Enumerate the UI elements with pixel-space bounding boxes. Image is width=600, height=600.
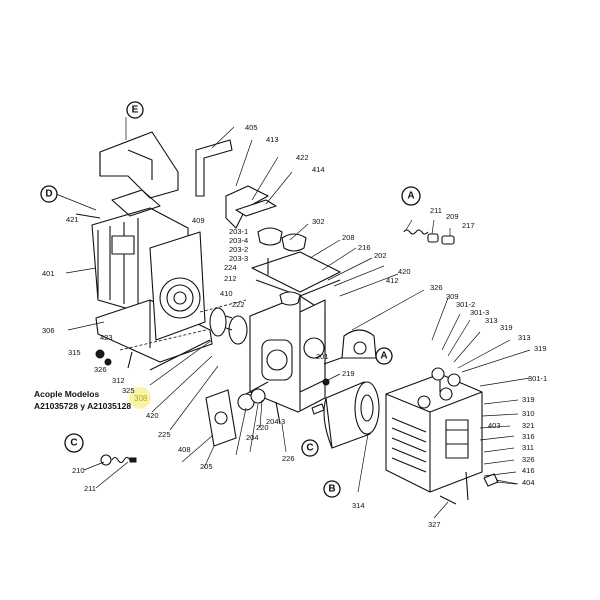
- part-label: 319: [522, 395, 535, 404]
- part-label: 301-3: [470, 308, 489, 317]
- part-label: 422: [296, 153, 309, 162]
- view-marker-a-top-label: A: [407, 191, 414, 202]
- part-label: 413: [266, 135, 279, 144]
- part-label: 409: [192, 216, 205, 225]
- part-label: 224: [224, 263, 237, 272]
- part-label: 315: [68, 348, 81, 357]
- view-marker-a-top: [401, 186, 421, 206]
- view-marker-a-right: [375, 347, 393, 365]
- part-label: 310: [522, 409, 535, 418]
- part-label: 423: [100, 333, 113, 342]
- part-label: 403: [488, 421, 501, 430]
- part-label: 319: [534, 344, 547, 353]
- part-label: 313: [518, 333, 531, 342]
- part-label: 412: [386, 276, 399, 285]
- part-label: 316: [522, 432, 535, 441]
- part-label: 225: [158, 430, 171, 439]
- part-label: 306: [42, 326, 55, 335]
- part-label: 326: [94, 365, 107, 374]
- part-label: 201: [316, 352, 329, 361]
- view-marker-b-label: B: [328, 484, 335, 495]
- motor-assembly: [75, 131, 248, 371]
- part-label: 414: [312, 165, 325, 174]
- part-label: 302: [312, 217, 325, 226]
- part-label-highlighted: 308: [134, 394, 148, 403]
- part-label: 420: [398, 267, 411, 276]
- part-label: 208: [342, 233, 355, 242]
- part-label: 321: [522, 421, 535, 430]
- part-label: 319: [500, 323, 513, 332]
- view-marker-c-center: [301, 439, 319, 457]
- view-marker-a-right-label: A: [380, 351, 387, 362]
- view-marker-d: [40, 185, 58, 203]
- pump-block: [195, 139, 359, 447]
- part-label: 301-1: [528, 374, 547, 383]
- part-label: 220: [256, 423, 269, 432]
- part-label: 312: [112, 376, 125, 385]
- part-label: 313: [485, 316, 498, 325]
- part-label: 203-3: [229, 254, 248, 263]
- part-label: 203-4: [229, 236, 248, 245]
- part-label: 401: [42, 269, 55, 278]
- part-label: 325: [122, 386, 135, 395]
- part-label: 327: [428, 520, 441, 529]
- part-label: 326: [430, 283, 443, 292]
- part-label: 210: [72, 466, 85, 475]
- part-label: 311: [522, 443, 534, 452]
- oil-case: [385, 367, 499, 505]
- part-label: 309: [446, 292, 459, 301]
- part-label: 203-2: [229, 245, 248, 254]
- part-label: 301-2: [456, 300, 475, 309]
- part-label: 216: [358, 243, 371, 252]
- view-marker-e: [126, 101, 144, 119]
- part-label: 203-1: [229, 227, 248, 236]
- part-label: 211: [84, 484, 96, 493]
- part-label: 314: [352, 501, 365, 510]
- part-label: 202: [374, 251, 387, 260]
- view-marker-d-label: D: [45, 189, 52, 200]
- part-label: 226: [282, 454, 295, 463]
- view-marker-e-label: E: [132, 105, 139, 116]
- part-label: 209: [446, 212, 459, 221]
- view-marker-c-left: [64, 433, 84, 453]
- part-label: 211: [430, 206, 442, 215]
- part-label: 326: [522, 455, 535, 464]
- callout-highlight: [129, 387, 151, 409]
- part-label: 205: [200, 462, 213, 471]
- view-markers: E D A C B C A: [40, 101, 421, 498]
- part-label: 222: [232, 300, 245, 309]
- part-label: 405: [245, 123, 258, 132]
- part-label: 204: [246, 433, 259, 442]
- caption-line-1: Acople Modelos: [34, 389, 100, 399]
- cylinder-b: [323, 381, 380, 449]
- part-labels: 405 413 422 414 421 409 203-1 203-4 203-…: [42, 123, 547, 529]
- view-marker-c-center-label: C: [306, 443, 313, 454]
- part-label: 420: [146, 411, 159, 420]
- part-label: 219: [342, 369, 355, 378]
- part-label: 421: [66, 215, 79, 224]
- part-label: 408: [178, 445, 191, 454]
- view-marker-b: [323, 480, 341, 498]
- housing-326: [341, 329, 378, 359]
- detail-c: [100, 454, 137, 466]
- part-label: 212: [224, 274, 237, 283]
- caption-line-2: A21035728 y A21035128: [34, 401, 132, 411]
- part-label: 404: [522, 478, 535, 487]
- part-label: 410: [220, 289, 233, 298]
- part-label: 204-3: [266, 417, 285, 426]
- model-caption: Acople Modelos A21035728 y A21035128: [34, 388, 131, 412]
- detail-a: [403, 229, 455, 245]
- part-label: 416: [522, 466, 535, 475]
- leader-lines: [55, 117, 531, 519]
- view-marker-c-left-label: C: [70, 438, 77, 449]
- part-label: 217: [462, 221, 475, 230]
